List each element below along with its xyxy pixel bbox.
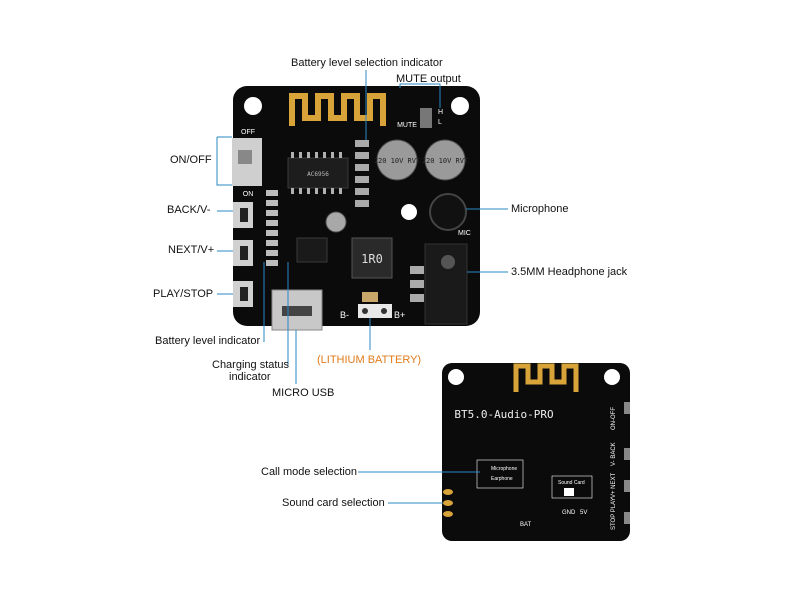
svg-text:220 10V RVT: 220 10V RVT <box>374 157 421 165</box>
battery-level-indicator-label: Battery level indicator <box>155 335 261 347</box>
svg-text:BAT: BAT <box>520 522 532 528</box>
mount-hole-icon <box>401 204 417 220</box>
mount-hole-icon <box>448 369 464 385</box>
svg-text:1R0: 1R0 <box>361 252 383 266</box>
svg-text:V- BACK: V- BACK <box>611 442 617 466</box>
svg-text:BT5.0-Audio-PRO: BT5.0-Audio-PRO <box>454 408 553 421</box>
svg-text:Earphone: Earphone <box>491 476 513 482</box>
main-chip <box>287 157 349 189</box>
antenna-icon <box>289 93 386 126</box>
microphone-label: Microphone <box>511 203 569 215</box>
svg-text:B+: B+ <box>394 310 405 320</box>
back-label: BACK/V- <box>167 204 211 216</box>
mount-hole-icon <box>604 369 620 385</box>
back-board: BT5.0-Audio-PRO Microphone Earphone Soun… <box>442 363 630 541</box>
svg-text:5V: 5V <box>580 510 587 516</box>
svg-text:B-: B- <box>340 310 349 320</box>
capacitor-icon <box>376 139 418 181</box>
inductor <box>351 237 393 279</box>
antenna-icon <box>513 363 579 392</box>
front-board: AC6956 220 10V RVT 220 10V RVT 1R0 <box>232 86 480 331</box>
charging-status-label: Charging status <box>212 359 290 371</box>
sound-card-label: Sound card selection <box>282 497 385 509</box>
chip-label: AC6956 <box>307 171 329 178</box>
svg-text:GND: GND <box>562 510 576 516</box>
micro-usb-label: MICRO USB <box>272 387 335 399</box>
lithium-battery-label: (LITHIUM BATTERY) <box>317 354 422 366</box>
on-off-label: ON/OFF <box>170 154 212 166</box>
call-mode-label: Call mode selection <box>261 466 357 478</box>
mount-hole-icon <box>244 97 262 115</box>
mute-output-label: MUTE output <box>396 73 461 85</box>
battery-level-selection-label: Battery level selection indicator <box>291 57 443 69</box>
svg-text:ON-OFF: ON-OFF <box>611 407 617 430</box>
capacitor-icon <box>424 139 466 181</box>
headphone-jack-label: 3.5MM Headphone jack <box>511 266 628 278</box>
callout-lines <box>216 70 508 504</box>
svg-text:MUTE: MUTE <box>397 122 417 129</box>
svg-text:L: L <box>438 119 442 126</box>
svg-text:Microphone: Microphone <box>491 466 517 472</box>
play-stop-label: PLAY/STOP <box>153 288 214 300</box>
svg-text:STOP PLAY: STOP PLAY <box>611 497 617 530</box>
microphone-icon <box>429 193 467 231</box>
svg-text:OFF: OFF <box>241 129 255 136</box>
svg-text:220 10V RVT: 220 10V RVT <box>422 157 469 165</box>
next-label: NEXT/V+ <box>168 244 215 256</box>
charging-indicator-label: indicator <box>229 371 271 383</box>
svg-text:V+ NEXT: V+ NEXT <box>611 472 617 498</box>
svg-text:Sound Card: Sound Card <box>558 480 585 486</box>
svg-text:MIC: MIC <box>458 230 471 237</box>
svg-text:ON: ON <box>243 191 254 198</box>
small-capacitor-icon <box>325 211 347 233</box>
mount-hole-icon <box>451 97 469 115</box>
svg-text:H: H <box>438 109 443 116</box>
